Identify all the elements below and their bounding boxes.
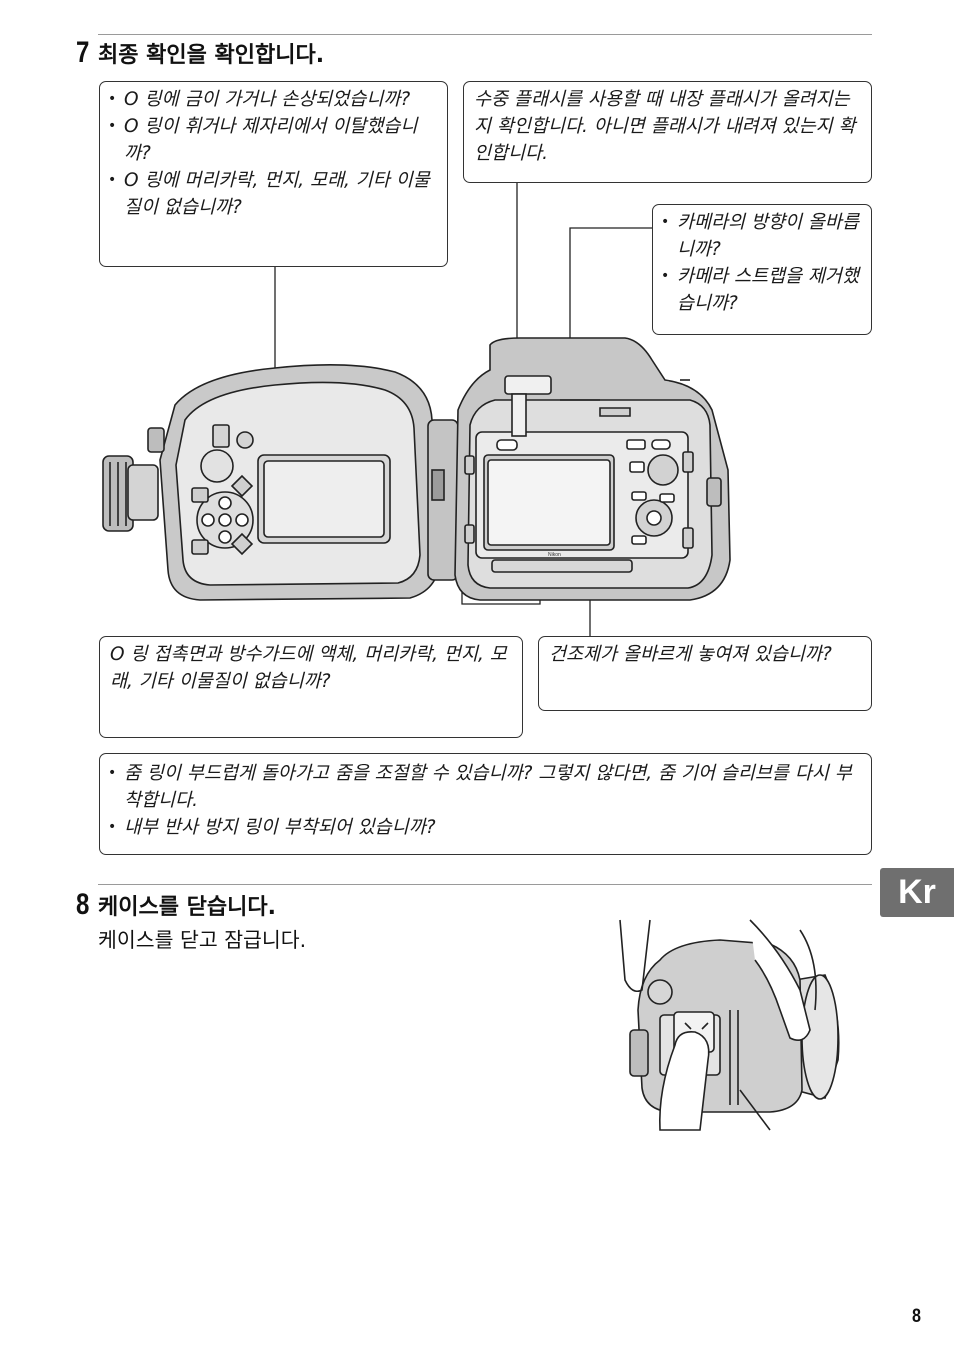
step8-number: 8 [76,888,90,921]
closing-case-illustration [619,919,840,1131]
flash-callout-text: 수중 플래시를 사용할 때 내장 플래시가 올려지는지 확인합니다. 아니면 플… [474,89,856,164]
desiccant-callout-text: 건조제가 올바르게 놓여져 있습니까? [549,644,832,665]
housing-body [454,337,731,601]
page-number: 8 [912,1306,921,1327]
camera-item-2: 카메라 스트랩을 제거했습니까? [661,263,863,317]
contact-callout-text: O 링 접촉면과 방수가드에 액체, 머리카락, 먼지, 모래, 기타 이물질이… [110,644,507,692]
step7-title: 최종 확인을 확인합니다. [98,43,325,68]
camera-callout: 카메라의 방향이 올바릅니까? 카메라 스트랩을 제거했습니까? [652,204,872,335]
camera-item-1: 카메라의 방향이 올바릅니까? [661,209,863,263]
oring-callout: O 링에 금이 가거나 손상되었습니까? O 링이 휘거나 제자리에서 이탈했습… [99,81,448,267]
zoom-item-2: 내부 반사 방지 링이 부착되어 있습니까? [108,814,863,841]
step8-rule [98,884,872,885]
flash-callout: 수중 플래시를 사용할 때 내장 플래시가 올려지는지 확인합니다. 아니면 플… [463,81,872,183]
oring-item-1: O 링에 금이 가거나 손상되었습니까? [108,86,439,113]
step8-body: 케이스를 닫고 잠급니다. [98,928,307,952]
desiccant-callout: 건조제가 올바르게 놓여져 있습니까? [538,636,872,711]
oring-item-3: O 링에 머리카락, 먼지, 모래, 기타 이물질이 없습니까? [108,167,439,221]
oring-item-2: O 링이 휘거나 제자리에서 이탈했습니까? [108,113,439,167]
housing-lid [102,364,441,601]
step7-rule [98,34,872,35]
contact-callout: O 링 접촉면과 방수가드에 액체, 머리카락, 먼지, 모래, 기타 이물질이… [99,636,523,738]
step8-title: 케이스를 닫습니다. [98,895,276,920]
housing-illustration: Nikon [102,183,731,636]
zoom-item-1: 줌 링이 부드럽게 돌아가고 줌을 조절할 수 있습니까? 그렇지 않다면, 줌… [108,760,863,814]
zoom-callout: 줌 링이 부드럽게 돌아가고 줌을 조절할 수 있습니까? 그렇지 않다면, 줌… [99,753,872,855]
step7-number: 7 [76,36,90,69]
camera-brand-label: Nikon [548,552,561,558]
language-tab: Kr [880,868,954,917]
housing-hinge [427,419,459,581]
